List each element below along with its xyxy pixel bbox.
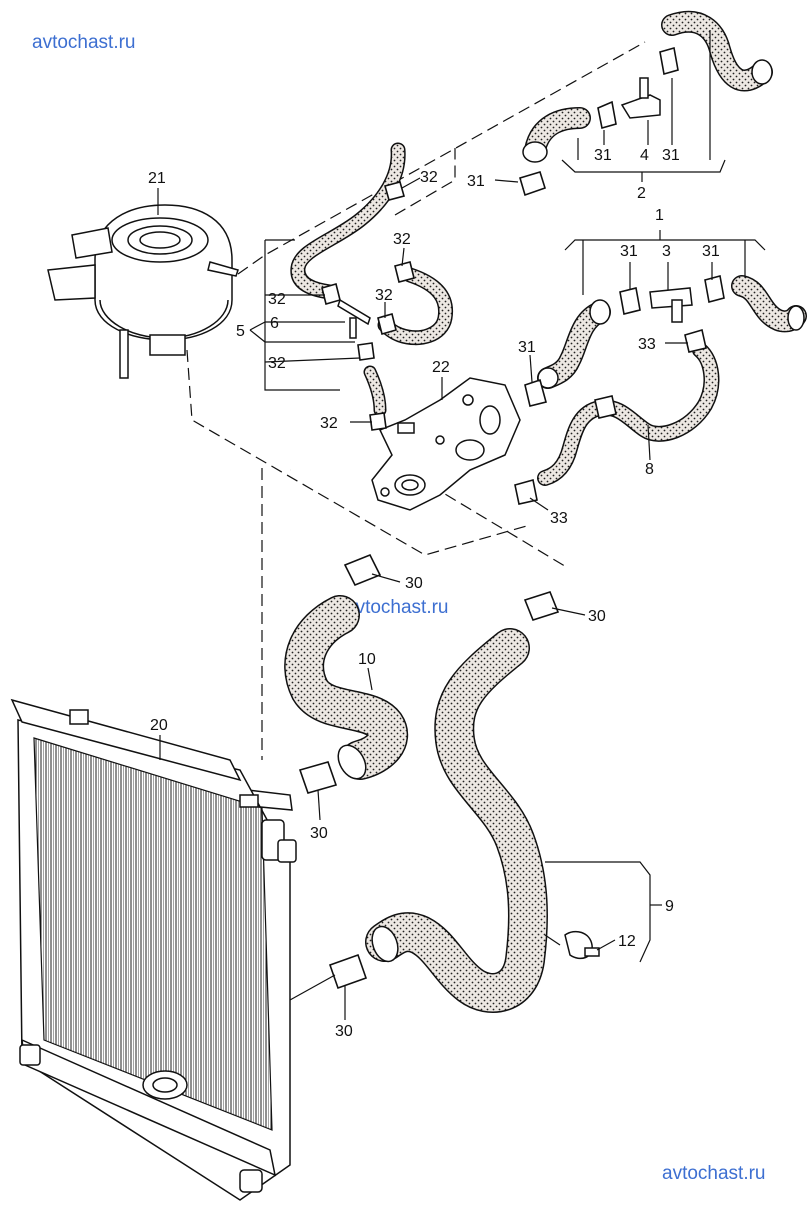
- callout-32-e: 32: [268, 355, 286, 372]
- bracket-12: [564, 930, 600, 960]
- watermark-bottom: avtochast.ru: [662, 1163, 766, 1184]
- callout-30-d: 30: [335, 1023, 353, 1040]
- leader-lines: [157, 30, 766, 1020]
- callout-31-c: 31: [662, 147, 680, 164]
- callout-31-b: 31: [594, 147, 612, 164]
- callout-6: 6: [270, 315, 279, 332]
- callout-4: 4: [640, 147, 649, 164]
- expansion-tank: [47, 204, 239, 379]
- watermark-top: avtochast.ru: [32, 32, 136, 53]
- callout-30-b: 30: [588, 608, 606, 625]
- callout-33-a: 33: [638, 336, 656, 353]
- callout-30-c: 30: [310, 825, 328, 842]
- callout-32-b: 32: [393, 231, 411, 248]
- callout-31-e: 31: [702, 243, 720, 260]
- radiator: [10, 698, 297, 1201]
- callout-31-f: 31: [518, 339, 536, 356]
- callout-12: 12: [618, 933, 636, 950]
- callout-10: 10: [358, 651, 376, 668]
- callout-5: 5: [236, 323, 245, 340]
- callout-20: 20: [150, 717, 168, 734]
- callout-32-c: 32: [268, 291, 286, 308]
- hose-cuffs: [337, 59, 805, 963]
- callout-32-a: 32: [420, 169, 438, 186]
- callout-3: 3: [662, 243, 671, 260]
- callout-21: 21: [148, 170, 166, 187]
- callout-22: 22: [432, 359, 450, 376]
- connection-lines: [186, 41, 646, 760]
- callout-32-d: 32: [375, 287, 393, 304]
- callout-31-a: 31: [467, 173, 485, 190]
- callout-31-d: 31: [620, 243, 638, 260]
- callout-33-b: 33: [550, 510, 568, 527]
- coolant-housing: [371, 377, 521, 511]
- callout-32-f: 32: [320, 415, 338, 432]
- callout-8: 8: [645, 461, 654, 478]
- clamps: [298, 46, 725, 990]
- callout-2: 2: [637, 185, 646, 202]
- callout-1: 1: [655, 207, 664, 224]
- watermark-middle: avtochast.ru: [345, 597, 449, 618]
- callout-9: 9: [665, 898, 674, 915]
- callout-30-a: 30: [405, 575, 423, 592]
- callout-labels: 21 20 22 10 8 9 12 1 2 3 4 5 6 30 30 30 …: [148, 147, 720, 1040]
